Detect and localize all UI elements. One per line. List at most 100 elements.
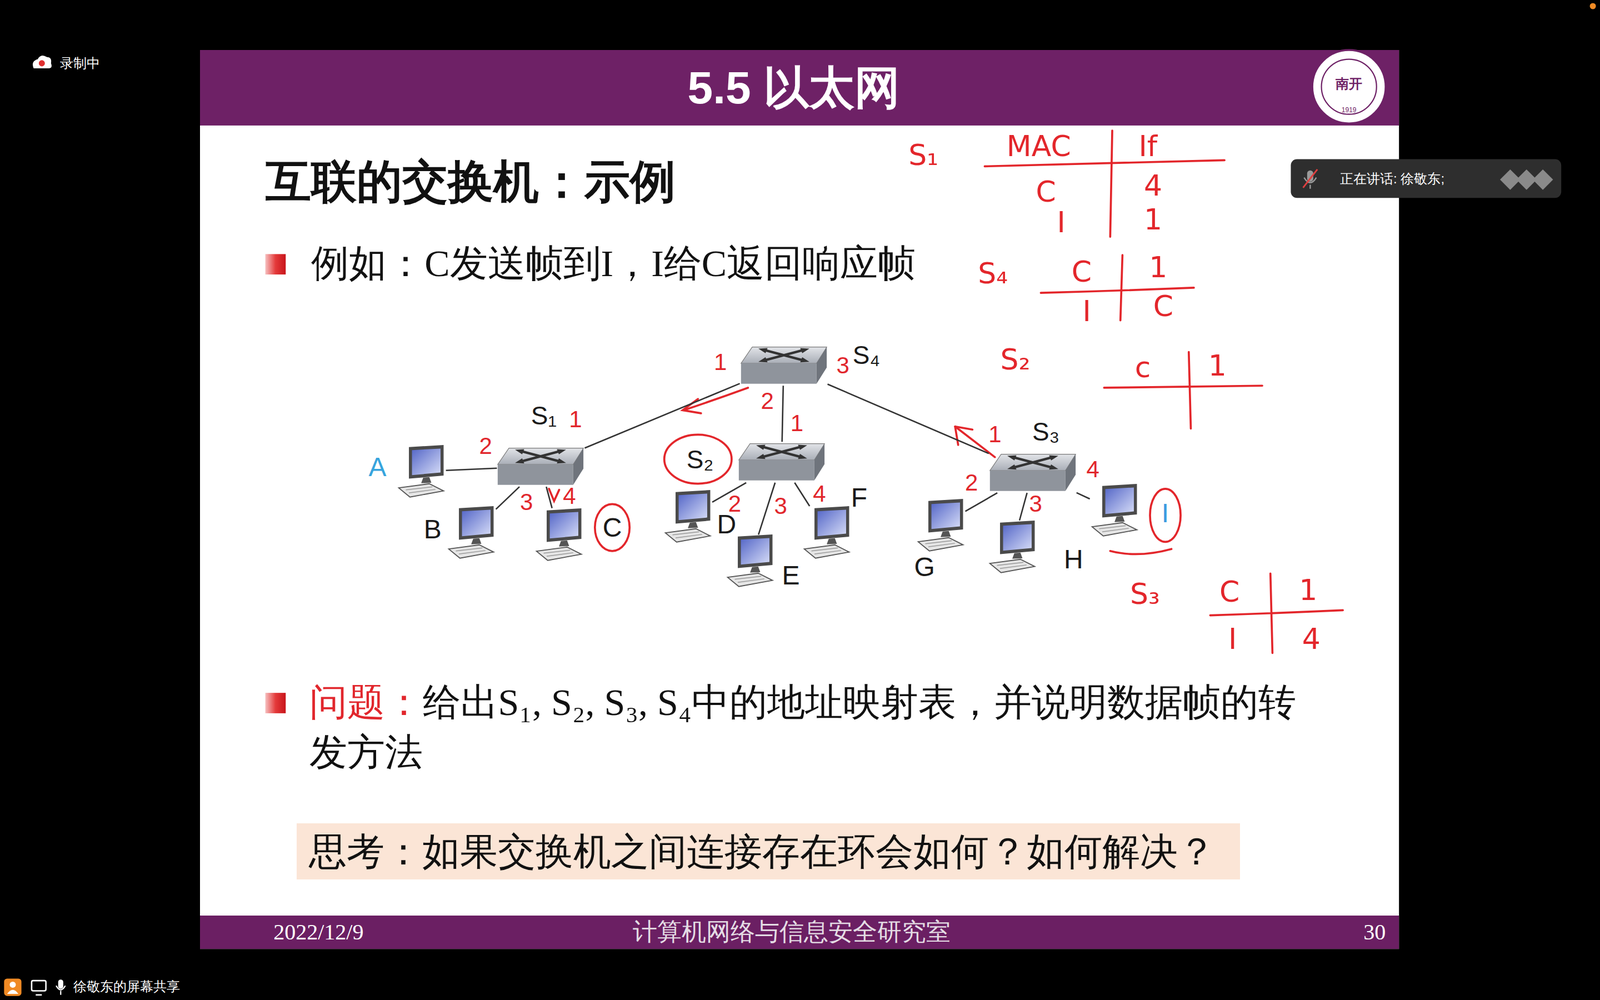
port-number: 3 [836, 353, 849, 378]
logo-text: 南开 [1335, 77, 1363, 91]
port-number: 3 [773, 494, 787, 518]
network-link [1019, 492, 1028, 521]
port-number: 4 [1086, 457, 1099, 482]
computer-graphic [534, 508, 584, 562]
host-computer: I [1090, 483, 1139, 538]
switch-graphic [988, 452, 1077, 493]
slide-body [200, 50, 1399, 949]
host-computer: C [534, 508, 584, 562]
network-link [965, 492, 998, 512]
slide-heading: 互联的交换机：示例 [265, 158, 676, 205]
handwritten-note: I [1057, 207, 1066, 237]
host-computer: D [663, 490, 713, 544]
host-computer: F [802, 506, 852, 560]
port-number: 3 [1029, 492, 1043, 516]
switch-graphic [496, 446, 585, 487]
handwritten-note: c [1135, 352, 1152, 382]
port-number: 1 [988, 422, 1002, 447]
switch-graphic [740, 345, 828, 386]
host-label: C [602, 512, 623, 543]
status-dot [1590, 3, 1597, 10]
switch-icon: S₂ [737, 441, 826, 483]
network-link [782, 385, 784, 442]
computer-graphic [663, 490, 713, 544]
speaker-indicator: 正在讲话: 徐敬东; [1336, 168, 1448, 189]
port-number: 2 [965, 471, 978, 495]
bullet-text: 例如：C发送帧到I，I给C返回响应帧 [311, 244, 916, 283]
handwritten-note: 1 [1208, 351, 1227, 380]
port-number: 3 [520, 490, 533, 514]
handwritten-marks [548, 130, 1343, 653]
port-number: 2 [479, 434, 493, 458]
host-label: A [368, 452, 387, 483]
think-text: 思考：如果交换机之间连接存在环会如何？如何解决？ [308, 830, 1216, 874]
question-block: 问题：给出S₁, S₂, S₃, S₄中的地址映射表，并说明数据帧的转发方法 [309, 677, 1318, 778]
handwritten-note: 4 [1143, 171, 1163, 200]
network-link [758, 482, 775, 535]
handwritten-note: S₂ [1000, 345, 1031, 374]
question-marker: 问题： [309, 681, 423, 724]
computer-graphic [1090, 483, 1139, 538]
computer-graphic [446, 506, 496, 560]
speaker-avatars [1500, 169, 1554, 190]
network-link [1076, 492, 1090, 499]
switch-label: S₃ [1032, 416, 1060, 447]
host-computer: E [725, 534, 775, 588]
host-label: B [423, 514, 442, 545]
handwritten-note: 1 [1143, 205, 1163, 234]
host-computer: G [916, 498, 965, 553]
think-box: 思考：如果交换机之间连接存在环会如何？如何解决？ [296, 823, 1240, 880]
port-number: 4 [812, 482, 826, 506]
handwritten-note: If [1138, 131, 1158, 161]
port-number: 1 [713, 350, 727, 374]
handwritten-note: S₃ [1130, 579, 1160, 609]
share-status: 徐敬东的屏幕共享 [73, 980, 180, 994]
toolbar-icons [3, 978, 65, 996]
handwritten-note: C [1071, 257, 1092, 287]
slide-title: 5.5 以太网 [687, 61, 901, 114]
host-label: G [913, 552, 935, 583]
computer-graphic [725, 534, 775, 588]
recording-status: 录制中 [60, 56, 100, 70]
host-computer: B [446, 506, 496, 560]
switch-graphic [737, 441, 826, 483]
network-link [827, 384, 989, 454]
handwritten-note: C [1153, 291, 1174, 321]
bullet-square [265, 253, 287, 275]
computer-graphic [916, 498, 965, 553]
muted-mic-icon [1303, 169, 1318, 189]
switch-label: S₁ [531, 400, 557, 430]
computer-graphic [987, 520, 1037, 574]
host-label: H [1063, 543, 1084, 575]
handwritten-note: I [1082, 296, 1091, 326]
switch-icon: S₃ [988, 452, 1077, 493]
computer-graphic [802, 506, 852, 560]
network-link [794, 482, 810, 507]
network-link [584, 383, 740, 448]
handwritten-note: C [1219, 577, 1240, 607]
switch-icon: S₁ [496, 446, 585, 487]
port-number: 4 [562, 484, 576, 508]
handwritten-note: 1 [1148, 252, 1168, 282]
host-computer: A [396, 445, 446, 499]
switch-label: S₄ [852, 340, 880, 370]
handwritten-note: C [1035, 177, 1056, 207]
question-text: 给出S₁, S₂, S₃, S₄中的地址映射表，并说明数据帧的转发方法 [309, 681, 1297, 774]
handwritten-note: I [1228, 624, 1237, 654]
handwritten-note: 4 [1302, 624, 1321, 654]
handwritten-note: 1 [1298, 575, 1318, 605]
host-label: F [851, 482, 868, 514]
header-band [200, 50, 1399, 126]
switch-label: S₂ [686, 444, 714, 474]
port-number: 1 [790, 411, 804, 435]
host-computer: H [987, 520, 1037, 574]
host-label: E [781, 560, 800, 591]
footer-text: 2022/12/9 [273, 919, 364, 945]
network-link [496, 486, 520, 510]
university-logo [1312, 50, 1386, 124]
footer-text: 计算机网络与信息安全研究室 [632, 918, 951, 947]
port-number: 2 [761, 389, 774, 413]
speaker-text: 正在讲话: 徐敬东; [1340, 171, 1445, 187]
footer-text: 30 [1363, 919, 1386, 945]
port-number: 1 [568, 407, 582, 432]
